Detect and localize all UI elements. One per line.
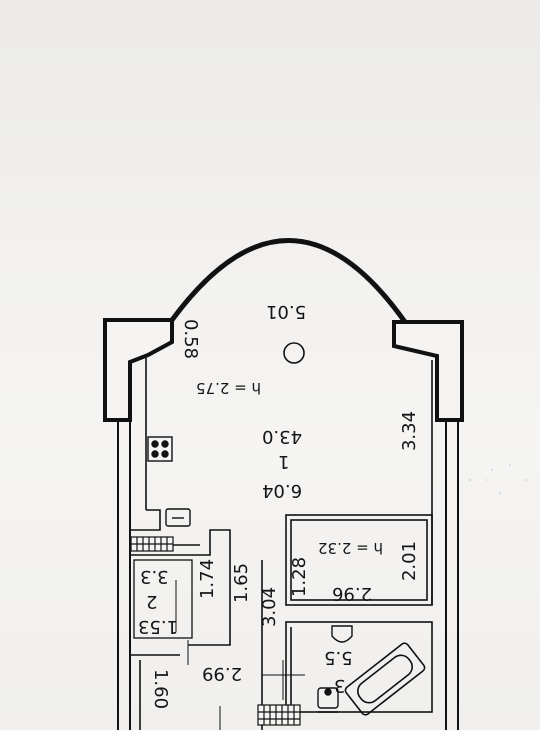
main-room-arc-width: 5.01 [266,301,307,322]
main-room-right-depth: 3.34 [399,410,421,452]
left-pilaster [103,318,174,422]
closet-length: 1.74 [197,558,219,600]
column-circle [283,342,305,364]
main-room-width: 6.04 [262,480,303,501]
main-room-number: 1 [278,451,290,472]
main-room-left-edge: 0.58 [180,318,202,360]
arched-wall [169,238,408,324]
main-room-area: 43.0 [262,426,303,447]
vent-grille-icon-bottom [257,704,301,726]
main-room-lower-length: 1.65 [231,562,253,604]
toilet-icon [317,687,339,713]
closet-number: 2 [146,591,158,612]
lower-hall-length: 1.60 [150,668,172,710]
balcony-right-depth: 2.01 [399,540,421,582]
closet-area: 3.3 [140,566,169,587]
dimension-lines [187,640,305,730]
paper-marks [468,464,527,494]
bathroom-number: 3 [334,675,346,696]
main-room-height: h = 2.75 [196,379,262,397]
closet-width: 1.53 [138,616,179,637]
vent-grille-icon [130,536,174,552]
balcony-length: 2.96 [332,583,373,604]
outer-walls [117,420,459,730]
balcony-height: h = 2.32 [318,539,384,557]
main-room-corridor-length: 3.04 [259,586,281,628]
stove-icon [147,436,173,462]
kitchen-sink-icon [165,508,191,527]
right-pilaster [392,320,464,422]
closet-frame [133,559,193,639]
bathtub-icon [344,642,426,716]
balcony-depth: 1.28 [289,556,311,598]
bathroom-width: 2.99 [202,663,243,684]
inner-walls [130,358,433,730]
bathroom-area: 5.5 [324,647,353,668]
washbasin-icon [331,625,353,643]
